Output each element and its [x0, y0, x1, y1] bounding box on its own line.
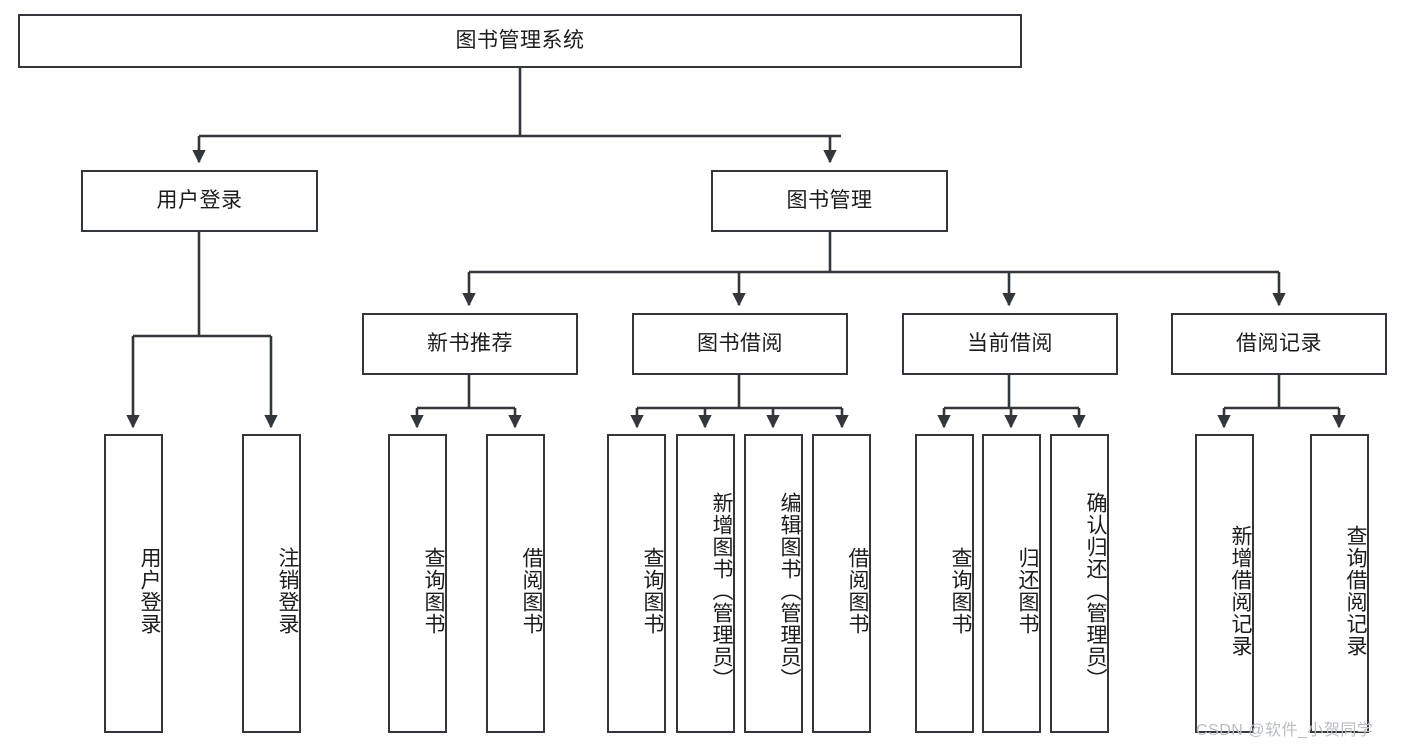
node-book-management[interactable]: 图书管理 [711, 170, 948, 232]
leaf-borrow-book-borrow[interactable]: 借阅图书 [812, 434, 871, 733]
leaf-query-book-recommend[interactable]: 查询图书 [388, 434, 447, 733]
node-current-borrow[interactable]: 当前借阅 [902, 313, 1118, 375]
leaf-return-book[interactable]: 归还图书 [982, 434, 1041, 733]
node-book-borrow[interactable]: 图书借阅 [632, 313, 848, 375]
leaf-query-borrow-record[interactable]: 查询借阅记录 [1310, 434, 1369, 733]
leaf-query-book-borrow[interactable]: 查询图书 [607, 434, 666, 733]
node-book-management-system[interactable]: 图书管理系统 [18, 14, 1022, 68]
leaf-confirm-return-admin[interactable]: 确认归还（管理员） [1050, 434, 1109, 733]
leaf-add-borrow-record[interactable]: 新增借阅记录 [1195, 434, 1254, 733]
node-new-book-recommend[interactable]: 新书推荐 [362, 313, 578, 375]
csdn-watermark: CSDN @软件_小贺同学 [1196, 722, 1374, 739]
leaf-edit-book-admin[interactable]: 编辑图书（管理员） [744, 434, 803, 733]
node-borrow-record[interactable]: 借阅记录 [1171, 313, 1387, 375]
leaf-user-login[interactable]: 用户登录 [104, 434, 163, 733]
node-user-login[interactable]: 用户登录 [81, 170, 318, 232]
leaf-add-book-admin[interactable]: 新增图书（管理员） [676, 434, 735, 733]
leaf-borrow-book-recommend[interactable]: 借阅图书 [486, 434, 545, 733]
leaf-query-book-current[interactable]: 查询图书 [915, 434, 974, 733]
leaf-logout-login[interactable]: 注销登录 [242, 434, 301, 733]
